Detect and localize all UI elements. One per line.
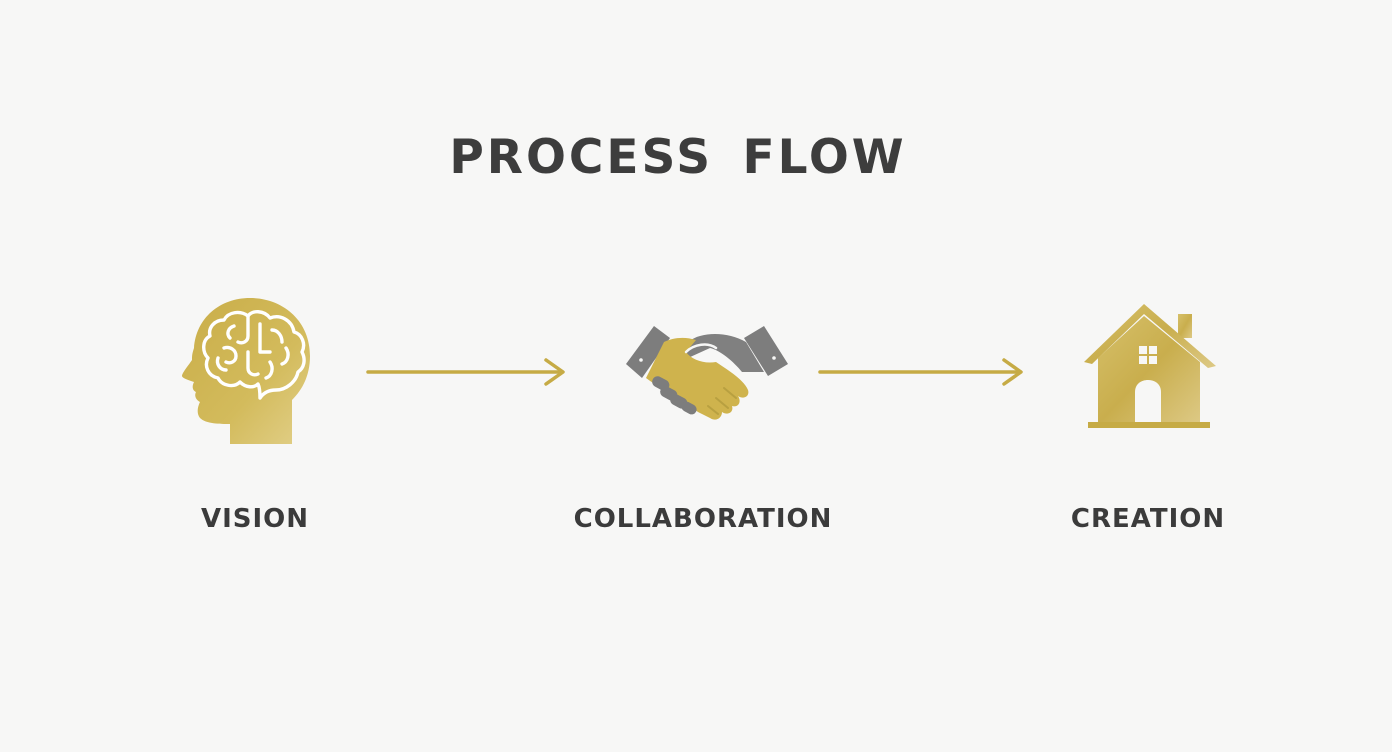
step-label-vision: VISION [200, 504, 310, 534]
handshake-icon [626, 326, 788, 420]
house-icon [1084, 304, 1216, 428]
diagram-title: PROCESS FLOW [449, 130, 907, 185]
step-label-creation: CREATION [1070, 504, 1226, 534]
head-brain-icon [182, 298, 310, 444]
step-label-collaboration: COLLABORATION [573, 504, 833, 534]
arrow-right-icon [818, 358, 1023, 386]
arrow-right-icon [366, 358, 565, 386]
